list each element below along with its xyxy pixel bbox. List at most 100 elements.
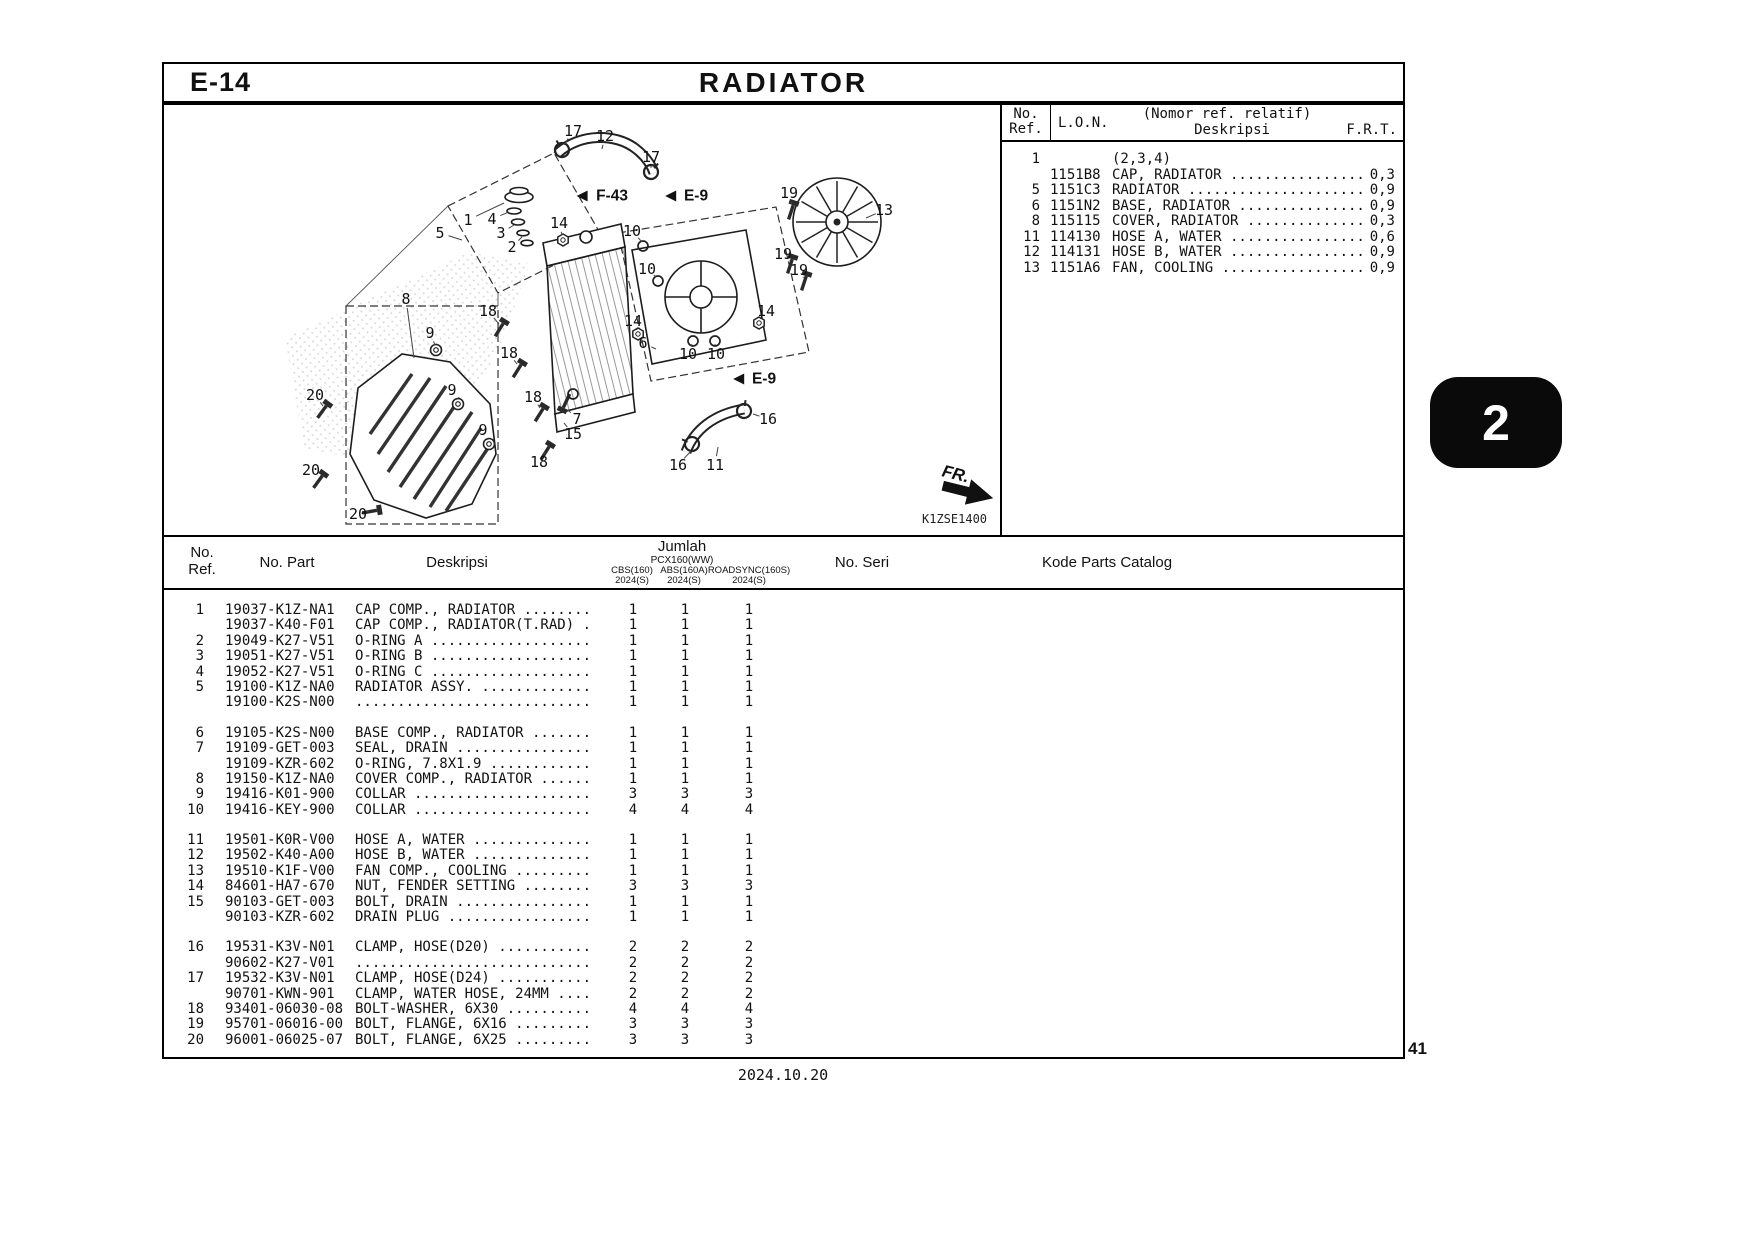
ref-table: No. Ref. L.O.N. (Nomor ref. relatif) Des…: [1000, 105, 1403, 535]
col-abs: ABS(160A) 2024(S): [660, 565, 708, 586]
parts-table-header: No. Ref. No. Part Deskripsi Jumlah PCX16…: [164, 535, 1403, 590]
lon-col-header: L.O.N.: [1058, 115, 1109, 131]
callout-17: 17: [564, 122, 582, 140]
callout-4: 4: [487, 210, 496, 228]
col-no-ref: No. Ref.: [188, 544, 216, 578]
page-header: E-14 RADIATOR: [164, 64, 1403, 105]
callout-18: 18: [530, 453, 548, 471]
callout-F-43: F-43: [596, 188, 628, 205]
nomor-ref-header: (Nomor ref. relatif): [1142, 106, 1312, 122]
cover-assembly-box: [345, 305, 499, 525]
callout-20: 20: [302, 461, 320, 479]
callout-E-9: E-9: [752, 371, 777, 388]
callout-10: 10: [623, 222, 641, 240]
col-no-seri: No. Seri: [834, 554, 890, 571]
parts-table-row: 19100-K2S-N00...........................…: [225, 694, 754, 711]
callout-9: 9: [425, 324, 434, 342]
radiator-part: [542, 223, 636, 434]
callout-3: 3: [496, 224, 505, 242]
ref-table-row: 1(2,3,4): [1031, 151, 1172, 167]
cooling-fan-part: [792, 177, 882, 267]
radiator-cover-part: [349, 353, 497, 519]
callout-7: 7: [572, 410, 581, 428]
parts-table-row: 90602-K27-V01...........................…: [225, 954, 754, 971]
col-cbs: CBS(160) 2024(S): [611, 565, 653, 586]
callout-5: 5: [435, 224, 444, 242]
radiator-base-part: [631, 229, 767, 365]
col-jumlah: Jumlah: [657, 538, 707, 555]
callout-16: 16: [759, 410, 777, 428]
diagram-code: K1ZSE1400: [922, 512, 987, 526]
callout-18: 18: [500, 344, 518, 362]
col-kode-parts-catalog: Kode Parts Catalog: [1041, 554, 1173, 571]
callout-10: 10: [679, 345, 697, 363]
callout-14: 14: [550, 214, 568, 232]
parts-table: No. Ref. No. Part Deskripsi Jumlah PCX16…: [164, 535, 1403, 1048]
fr-direction-arrow: FR.: [940, 461, 994, 505]
callout-15: 15: [564, 425, 582, 443]
section-tab: 2: [1430, 377, 1562, 468]
col-roadsync: ROADSYNC(160S) 2024(S): [707, 565, 791, 586]
page-frame: E-14 RADIATOR: [162, 62, 1405, 1059]
callout-14: 14: [757, 302, 775, 320]
callout-18: 18: [479, 302, 497, 320]
callout-2: 2: [507, 238, 516, 256]
col-model: PCX160(WW): [650, 555, 714, 566]
callout-9: 9: [478, 421, 487, 439]
callout-20: 20: [349, 505, 367, 523]
ref-col-header: No. Ref.: [1009, 106, 1043, 137]
callout-20: 20: [306, 386, 324, 404]
radiator-cap-parts: [504, 186, 534, 247]
callout-19: 19: [790, 261, 808, 279]
callout-13: 13: [875, 201, 893, 219]
callout-19: 19: [780, 184, 798, 202]
callout-14: 14: [624, 312, 642, 330]
parts-diagram: FR. K1ZSE1400 171217F-43E-91913141453210…: [285, 122, 994, 526]
page-number: 41: [1408, 1039, 1427, 1058]
hose-a-part: [680, 403, 746, 455]
callout-11: 11: [706, 456, 724, 474]
col-deskripsi: Deskripsi: [426, 554, 488, 571]
callout-9: 9: [447, 381, 456, 399]
callout-18: 18: [524, 388, 542, 406]
callout-1: 1: [463, 211, 472, 229]
callout-19: 19: [774, 245, 792, 263]
frt-col-header: F.R.T.: [1346, 122, 1397, 138]
ref-header-divider: [1050, 105, 1051, 140]
ref-table-header: No. Ref. L.O.N. (Nomor ref. relatif) Des…: [1002, 105, 1403, 142]
section-code: E-14: [190, 67, 252, 97]
